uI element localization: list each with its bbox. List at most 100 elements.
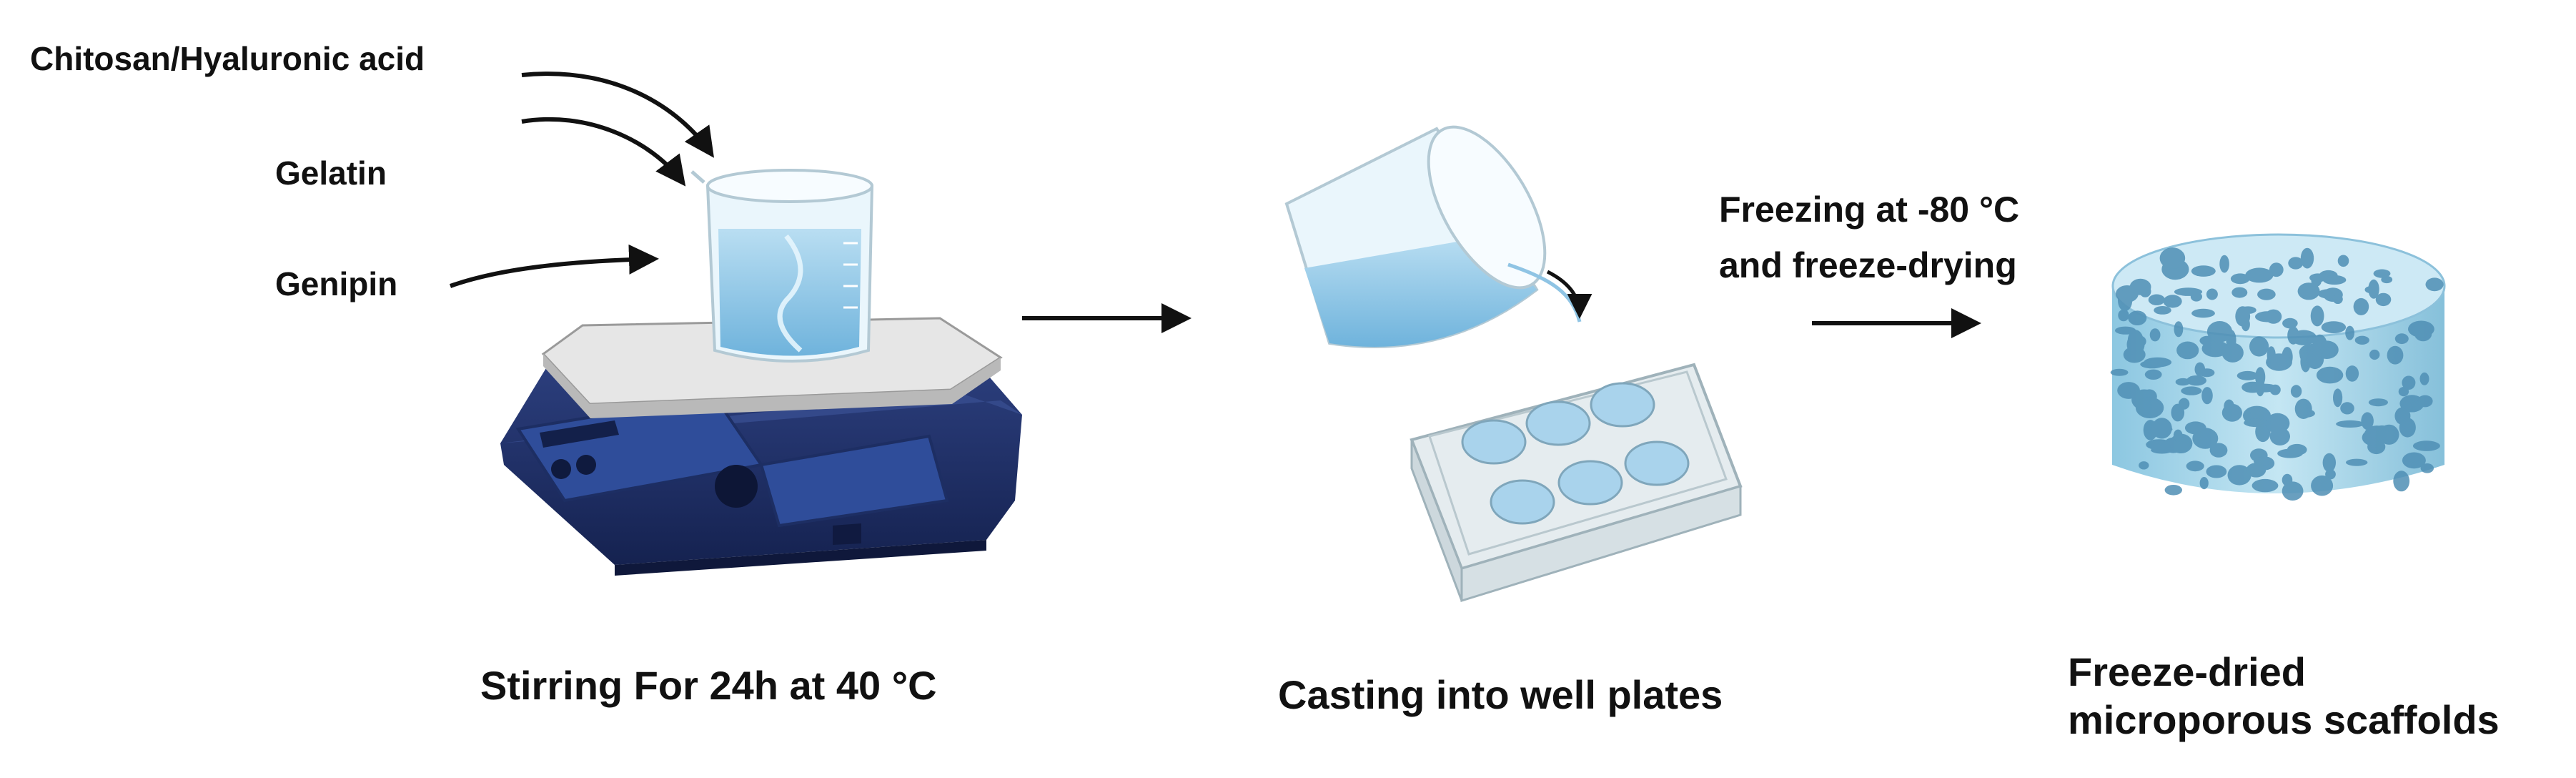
scaffold-pore xyxy=(2191,308,2215,318)
well-plate-icon xyxy=(1410,363,1743,603)
scaffold-pore xyxy=(2201,387,2213,405)
scaffold-pore xyxy=(2362,429,2387,446)
porous-scaffold-icon xyxy=(2110,233,2446,501)
scaffold-pore xyxy=(2135,397,2164,418)
scaffold-pore xyxy=(2174,287,2203,296)
scaffold-pores xyxy=(2110,247,2444,501)
scaffold-pore xyxy=(2420,463,2434,473)
scaffold-pore xyxy=(2206,321,2233,343)
scaffold-pore xyxy=(2290,330,2317,345)
scaffold-pore xyxy=(2282,317,2298,329)
scaffold-pore xyxy=(2322,275,2347,285)
scaffold-pore xyxy=(2387,345,2404,365)
scaffold-pore xyxy=(2118,309,2129,322)
scaffold-pore xyxy=(2127,330,2144,351)
scaffold-pore xyxy=(2151,446,2173,454)
scaffold-pore xyxy=(2269,427,2290,445)
scaffold-pore xyxy=(2332,294,2343,304)
scaffold-pore xyxy=(2149,328,2161,342)
label-chitosan-hyaluronic: Chitosan/Hyaluronic acid xyxy=(30,40,425,77)
scaffold-pore xyxy=(2128,310,2147,326)
scaffold-pore xyxy=(2300,247,2314,269)
scaffold-pore xyxy=(2287,443,2307,456)
scaffold-pore xyxy=(2282,481,2304,501)
scaffold-pore xyxy=(2325,469,2336,480)
scaffold-pore xyxy=(2393,471,2410,492)
scaffold-pore xyxy=(2163,295,2182,308)
scaffold-pore xyxy=(2368,398,2388,407)
chitosan-arrow xyxy=(521,72,714,158)
scaffold-pore xyxy=(2336,420,2364,428)
scaffold-pore xyxy=(2294,398,2312,419)
scaffold-pore xyxy=(2288,257,2304,270)
beaker-icon xyxy=(690,169,874,363)
scaffold-pore xyxy=(2345,365,2359,382)
scaffold-pore xyxy=(2375,292,2392,307)
scaffold-pore xyxy=(2333,388,2343,408)
scaffold-pore xyxy=(2266,353,2292,371)
scaffold-pore xyxy=(2345,325,2355,340)
scaffold-pore xyxy=(2144,369,2162,380)
scaffold-pore xyxy=(2221,403,2242,422)
scaffold-pore xyxy=(2164,485,2182,496)
scaffold-pore xyxy=(2110,368,2129,376)
scaffold-pore xyxy=(2191,265,2216,277)
scaffold-pore xyxy=(2206,465,2227,478)
input-arrows xyxy=(449,72,714,288)
genipin-arrow xyxy=(449,244,659,288)
scaffold-pore xyxy=(2255,311,2279,322)
scaffold-pore xyxy=(2425,277,2444,292)
scaffold-pore xyxy=(2181,386,2202,395)
label-genipin: Genipin xyxy=(275,265,398,302)
scaffold-pore xyxy=(2221,343,2244,363)
scaffold-pore xyxy=(2353,297,2369,315)
scaffold-pore xyxy=(2408,320,2434,338)
scaffold-pore xyxy=(2154,306,2171,315)
scaffold-pore xyxy=(2251,478,2279,493)
label-scaffold-result: Freeze-dried microporous scaffolds xyxy=(2068,648,2500,744)
scaffold-pore xyxy=(2246,463,2267,478)
pouring-beaker-icon xyxy=(1284,125,1592,348)
scaffold-pore xyxy=(2417,395,2433,408)
gelatin-arrow xyxy=(521,117,686,187)
scaffold-pore xyxy=(2394,333,2409,345)
scaffold-result-line-2: microporous scaffolds xyxy=(2068,697,2500,743)
scaffold-pore xyxy=(2140,360,2164,369)
scaffold-pore xyxy=(2297,282,2320,300)
scaffold-pore xyxy=(2199,477,2209,490)
scaffold-pore xyxy=(2412,440,2440,451)
label-casting-step: Casting into well plates xyxy=(1278,672,1723,717)
label-freeze-condition: Freezing at -80 °C and freeze-drying xyxy=(1719,182,2019,293)
scaffold-pore xyxy=(2269,262,2284,277)
scaffold-pore xyxy=(2209,443,2228,458)
scaffold-pore xyxy=(2316,366,2344,384)
scaffold-pore xyxy=(2337,255,2349,267)
scaffold-pore xyxy=(2173,429,2183,442)
scaffold-pore xyxy=(2139,461,2149,470)
scaffold-pore xyxy=(2206,288,2218,300)
scaffold-pore xyxy=(2321,321,2347,333)
label-gelatin: Gelatin xyxy=(275,154,387,192)
scaffold-pore xyxy=(2311,475,2334,496)
scaffold-pore xyxy=(2369,349,2380,360)
scaffold-result-line-1: Freeze-dried xyxy=(2068,649,2306,694)
stirrer-knob xyxy=(715,465,758,508)
wells xyxy=(1461,382,1690,525)
scaffold-pore xyxy=(2245,267,2274,283)
scaffold-pore xyxy=(2231,287,2248,298)
scaffold-pore xyxy=(2115,326,2136,335)
scaffold-pore xyxy=(2118,290,2133,312)
scaffold-pore xyxy=(2419,372,2429,385)
scaffold-pore xyxy=(2178,398,2190,410)
scaffold-pore xyxy=(2257,288,2276,300)
scaffold-pore xyxy=(2354,335,2369,345)
scaffold-pore xyxy=(2184,421,2206,435)
scaffold-pore xyxy=(2143,420,2158,440)
scaffold-pore xyxy=(2159,247,2186,269)
scaffold-pore xyxy=(2176,341,2199,360)
scaffold-pore xyxy=(2219,255,2229,273)
scaffold-pore xyxy=(2249,336,2269,357)
scaffold-pore xyxy=(2346,458,2368,466)
